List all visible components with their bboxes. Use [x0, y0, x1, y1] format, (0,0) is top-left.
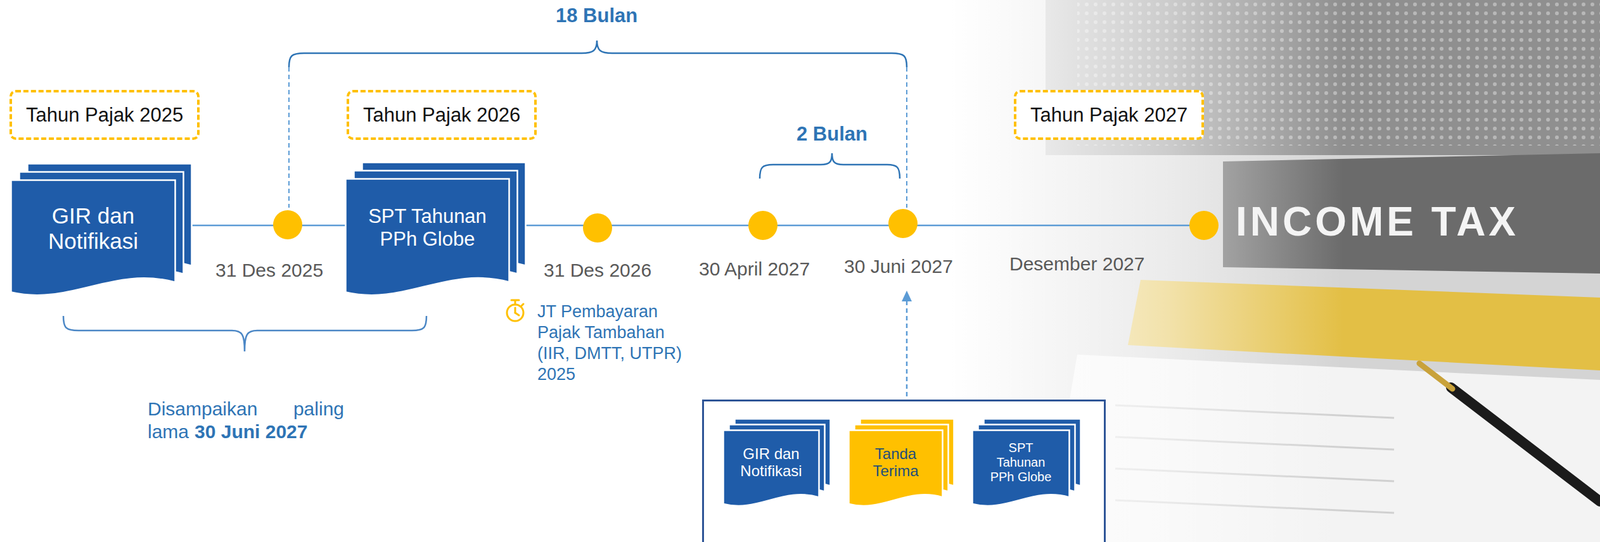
- deadline-note: JT Pembayaran Pajak Tambahan (IIR, DMTT,…: [537, 301, 690, 386]
- document-group-box: GIR dan Notifikasi Tanda Terima SPT Tahuna…: [702, 399, 1106, 542]
- brace: [759, 153, 900, 179]
- document-text-area: SPT Tahunan PPh Globe: [351, 180, 504, 276]
- dashed-guide: [288, 67, 290, 208]
- tag-text: Tahun Pajak 2027: [1030, 103, 1188, 127]
- photo-text: INCOME TAX: [1235, 197, 1519, 247]
- year-tag: Tahun Pajak 2025: [9, 89, 200, 141]
- document-text: SPT Tahunan PPh Globe: [351, 205, 504, 251]
- document-sheet: [345, 179, 510, 296]
- document-sheet: [723, 430, 820, 507]
- date-label: 31 Des 2025: [215, 259, 324, 282]
- document-text-wrap: SPT Tahunan PPh Globe: [989, 441, 1053, 485]
- milestone-dot: [748, 211, 778, 241]
- document-text: SPT Tahunan PPh Globe: [989, 441, 1053, 485]
- document-text-area: Tanda Terima: [852, 432, 939, 494]
- document-sheet: [11, 180, 176, 296]
- document-stack: SPT Tahunan PPh Globe: [971, 418, 1082, 507]
- year-tag: Tahun Pajak 2027: [1013, 89, 1204, 141]
- milestone-dot: [273, 210, 303, 240]
- photo-fade: [950, 0, 1344, 542]
- photo: [950, 0, 1600, 542]
- document-stack: Tanda Terima: [847, 418, 955, 507]
- document-stack: GIR dan Notifikasi: [722, 418, 832, 507]
- document-sheet: [972, 430, 1070, 507]
- date-label: 30 Juni 2027: [844, 255, 954, 279]
- document-text-wrap: Tanda Terima: [852, 445, 939, 481]
- dashed-pointer: [906, 300, 909, 397]
- document-text: Tanda Terima: [852, 445, 939, 481]
- document-stack: SPT Tahunan PPh Globe: [344, 161, 527, 296]
- brace: [63, 316, 427, 352]
- milestone-dot: [582, 213, 613, 243]
- tag-text: Tahun Pajak 2025: [25, 103, 184, 127]
- document-sheet: [849, 430, 943, 507]
- duration-label: 2 Bulan: [796, 122, 868, 146]
- dashed-guide: [906, 67, 908, 208]
- pointer-head: [901, 290, 912, 302]
- pen: [1451, 387, 1600, 502]
- stopwatch-icon: [506, 300, 524, 322]
- document-text-wrap: GIR dan Notifikasi: [727, 445, 815, 481]
- document-stack: GIR dan Notifikasi: [10, 162, 193, 296]
- note-text: Disampaikan paling lama30 Juni 2027: [147, 397, 345, 444]
- document-text-wrap: SPT Tahunan PPh Globe: [351, 205, 504, 251]
- date-label: Desember 2027: [1009, 252, 1145, 276]
- tag-text: Tahun Pajak 2026: [363, 103, 521, 127]
- brace: [288, 40, 907, 68]
- document-text-area: SPT Tahunan PPh Globe: [989, 432, 1053, 494]
- date-label: 30 April 2027: [698, 257, 810, 281]
- milestone-dot: [888, 209, 918, 239]
- year-tag: Tahun Pajak 2026: [346, 89, 537, 141]
- document-text-area: GIR dan Notifikasi: [16, 181, 170, 276]
- duration-label: 18 Bulan: [555, 3, 638, 28]
- pen-nib: [1419, 363, 1453, 390]
- document-text: GIR dan Notifikasi: [727, 445, 815, 481]
- timeline: [190, 224, 1204, 227]
- date-label: 31 Des 2026: [543, 259, 652, 282]
- document-text-area: GIR dan Notifikasi: [727, 432, 815, 494]
- milestone-dot: [1189, 211, 1219, 241]
- photo-ground: [950, 0, 1600, 542]
- document-text: GIR dan Notifikasi: [16, 203, 170, 255]
- note-date: 30 Juni 2027: [194, 420, 308, 444]
- document-text-wrap: GIR dan Notifikasi: [16, 203, 170, 255]
